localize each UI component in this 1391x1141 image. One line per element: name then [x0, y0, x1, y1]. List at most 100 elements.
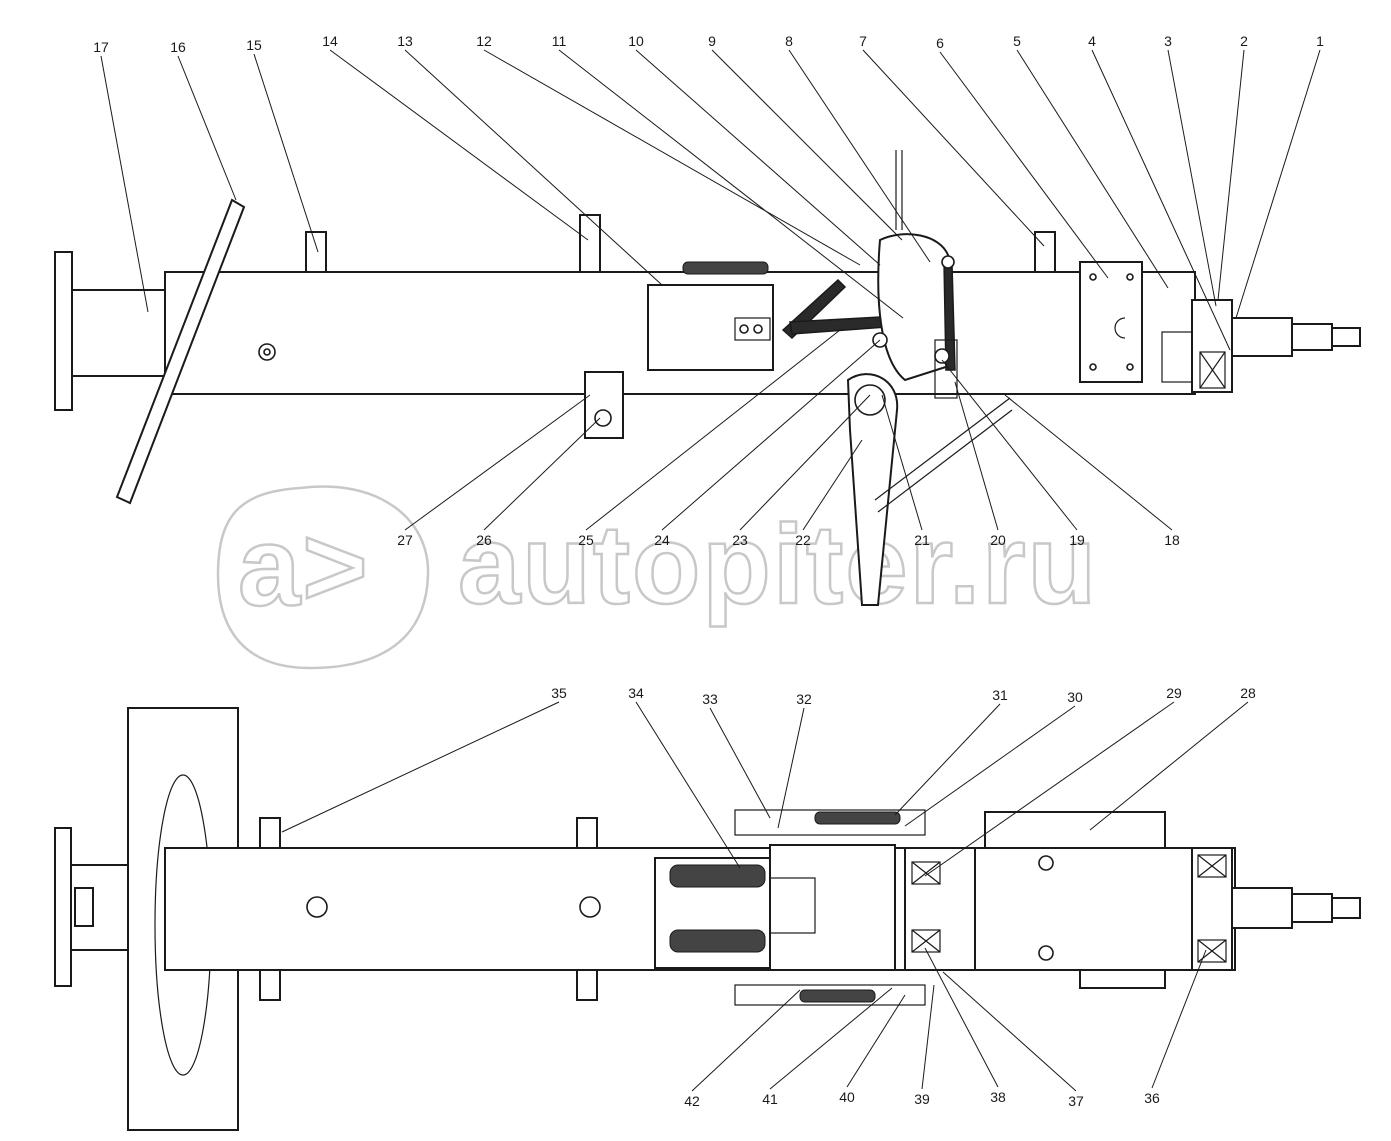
callout-24: 24 [654, 532, 670, 548]
leader-line-17 [100, 55, 149, 313]
callout-14: 14 [322, 33, 338, 49]
callout-22: 22 [795, 532, 811, 548]
callout-35: 35 [551, 685, 567, 701]
callout-3: 3 [1164, 33, 1172, 49]
callout-10: 10 [628, 33, 644, 49]
callout-16: 16 [170, 39, 186, 55]
leader-line-22 [802, 439, 863, 531]
output-shaft [1231, 317, 1293, 357]
watermark-site: autopiter.ru [458, 502, 1098, 627]
leader-line-28 [1089, 701, 1249, 831]
callout-1: 1 [1316, 33, 1324, 49]
bracket-27 [584, 371, 624, 439]
spring-34-upper [669, 864, 766, 888]
bracket-28 [984, 811, 1166, 849]
watermark-logo-badge [216, 485, 430, 670]
leader-line-37 [942, 971, 1077, 1092]
callout-37: 37 [1068, 1093, 1084, 1109]
leader-line-34 [635, 701, 741, 869]
leader-line-23 [739, 394, 871, 531]
callout-28: 28 [1240, 685, 1256, 701]
stud-35 [259, 817, 281, 849]
bearing-36 [1197, 939, 1227, 963]
leader-line-13 [404, 49, 663, 286]
leader-line-5 [1016, 49, 1169, 289]
callout-40: 40 [839, 1089, 855, 1105]
callout-7: 7 [859, 33, 867, 49]
leader-line-20 [954, 381, 999, 531]
callout-9: 9 [708, 33, 716, 49]
leader-line-42 [691, 989, 801, 1092]
leader-line-19 [941, 359, 1078, 531]
leader-line-14 [329, 49, 589, 241]
pin-20 [934, 348, 950, 364]
bottom-view [54, 707, 1361, 1131]
leader-line-18 [1004, 394, 1173, 531]
spring-41 [799, 989, 876, 1003]
callout-26: 26 [476, 532, 492, 548]
leader-line-41 [769, 987, 893, 1090]
stud-14 [579, 214, 601, 273]
callout-5: 5 [1013, 33, 1021, 49]
callout-6: 6 [936, 35, 944, 51]
leader-line-39 [921, 984, 935, 1090]
bracket-plate-6 [1079, 261, 1143, 383]
leader-line-30 [904, 705, 1076, 827]
leader-lines [100, 49, 1321, 1092]
leader-line-10 [635, 49, 881, 266]
leader-line-25 [585, 329, 841, 531]
callout-42: 42 [684, 1093, 700, 1109]
leader-line-35 [281, 701, 560, 833]
callout-41: 41 [762, 1091, 778, 1107]
spring-31 [814, 811, 901, 825]
callout-39: 39 [914, 1091, 930, 1107]
leader-line-6 [939, 51, 1109, 279]
end-flange [54, 251, 73, 411]
stud-7 [1034, 231, 1056, 273]
callout-36: 36 [1144, 1090, 1160, 1106]
leader-line-21 [881, 394, 923, 531]
leader-line-38 [924, 947, 999, 1088]
spring-13 [682, 261, 769, 275]
bearing-housing-bottom [1191, 847, 1233, 971]
leader-line-29 [924, 701, 1175, 877]
watermark-logo: a> [238, 504, 370, 629]
leader-line-3 [1167, 49, 1217, 307]
callout-30: 30 [1067, 689, 1083, 705]
clamp-block [734, 317, 771, 341]
leader-line-36 [1151, 949, 1207, 1089]
callout-25: 25 [578, 532, 594, 548]
inner-sleeve [647, 284, 774, 371]
callout-29: 29 [1166, 685, 1182, 701]
callout-17: 17 [93, 39, 109, 55]
leader-line-12 [483, 49, 861, 266]
callout-20: 20 [990, 532, 1006, 548]
leader-line-27 [404, 394, 591, 531]
callout-27: 27 [397, 532, 413, 548]
leader-line-16 [177, 55, 237, 201]
leader-line-32 [777, 707, 805, 829]
callout-33: 33 [702, 691, 718, 707]
callout-13: 13 [397, 33, 413, 49]
callout-11: 11 [552, 33, 567, 49]
leader-line-40 [846, 994, 906, 1088]
brace-21 [874, 397, 1011, 501]
top-view [54, 150, 1361, 606]
end-flange-bottom [54, 827, 72, 987]
callout-38: 38 [990, 1089, 1006, 1105]
stud-15 [305, 231, 327, 273]
leader-line-1 [1235, 49, 1321, 319]
leader-line-9 [711, 49, 903, 241]
leader-line-31 [894, 703, 1001, 816]
shaft-stub [71, 289, 168, 377]
output-shaft-bottom [1231, 887, 1293, 929]
spring-34-lower [669, 929, 766, 953]
callout-21: 21 [914, 532, 930, 548]
bolt-26 [594, 409, 612, 427]
leader-line-33 [709, 707, 771, 819]
lever-boss [854, 384, 886, 416]
callout-2: 2 [1240, 33, 1248, 49]
inclined-rod [115, 198, 246, 505]
leader-line-24 [661, 339, 881, 531]
leader-line-2 [1217, 49, 1245, 301]
